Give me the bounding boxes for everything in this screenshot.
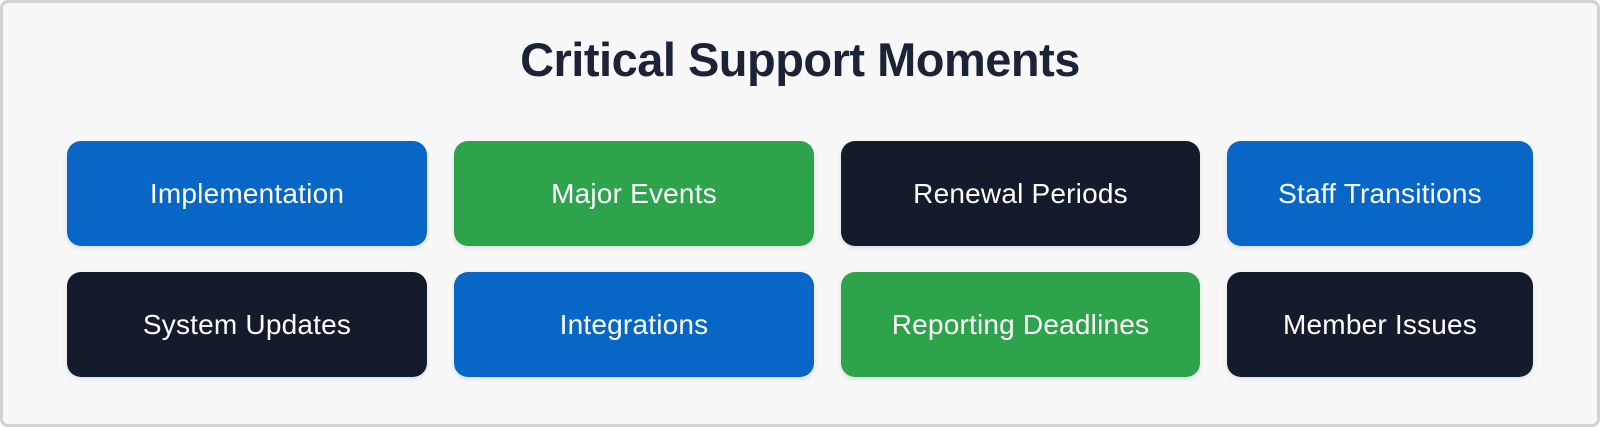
card-system-updates[interactable]: System Updates	[67, 272, 427, 377]
card-major-events[interactable]: Major Events	[454, 141, 814, 246]
card-member-issues[interactable]: Member Issues	[1227, 272, 1533, 377]
card-integrations[interactable]: Integrations	[454, 272, 814, 377]
card-label: Reporting Deadlines	[891, 308, 1150, 340]
card-implementation[interactable]: Implementation	[67, 141, 427, 246]
card-label: Integrations	[559, 308, 709, 340]
card-label: Staff Transitions	[1278, 177, 1482, 209]
card-label: Implementation	[149, 177, 345, 209]
card-label: Renewal Periods	[913, 177, 1128, 209]
card-label: Member Issues	[1283, 308, 1477, 340]
card-staff-transitions[interactable]: Staff Transitions	[1227, 141, 1533, 246]
page-title: Critical Support Moments	[520, 33, 1080, 86]
card-label: Major Events	[551, 177, 717, 209]
cards-grid: Implementation Major Events Renewal Peri…	[3, 141, 1597, 377]
card-renewal-periods[interactable]: Renewal Periods	[841, 141, 1200, 246]
card-label: System Updates	[142, 308, 352, 340]
card-reporting-deadlines[interactable]: Reporting Deadlines	[841, 272, 1200, 377]
